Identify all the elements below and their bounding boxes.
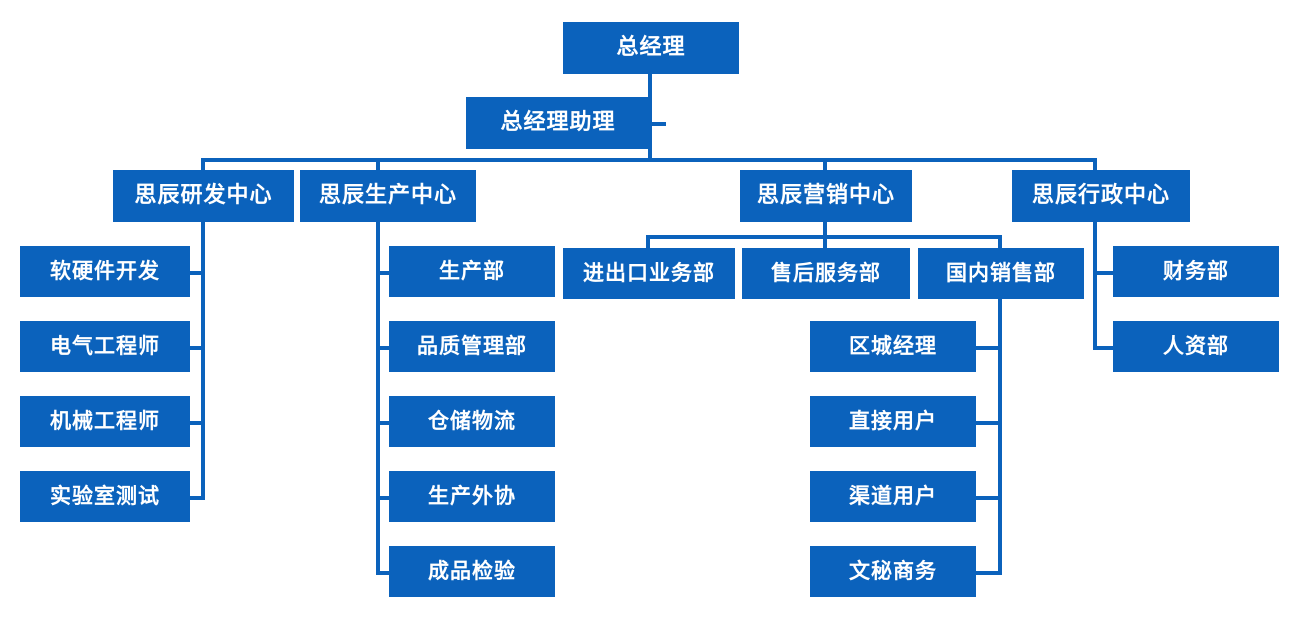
- node-production-department[interactable]: 生产部: [389, 246, 555, 297]
- node-center-marketing[interactable]: 思辰营销中心: [740, 170, 912, 222]
- node-rd-mechanical-engineer[interactable]: 机械工程师: [20, 396, 190, 447]
- node-production-warehouse-logistics[interactable]: 仓储物流: [389, 396, 555, 447]
- node-sales-regional-manager[interactable]: 区城经理: [810, 321, 976, 372]
- connector-branch-production-4: [376, 496, 392, 500]
- connector-branch-sales-4: [976, 571, 1002, 575]
- node-rd-hardware-software-dev[interactable]: 软硬件开发: [20, 246, 190, 297]
- node-production-outsourcing[interactable]: 生产外协: [389, 471, 555, 522]
- connector-spine-sales: [998, 297, 1002, 574]
- connector-spine-admin: [1093, 220, 1097, 349]
- node-sales-channel-customers[interactable]: 渠道用户: [810, 471, 976, 522]
- node-marketing-import-export[interactable]: 进出口业务部: [563, 248, 735, 299]
- node-center-production[interactable]: 思辰生产中心: [300, 170, 476, 222]
- node-rd-electrical-engineer[interactable]: 电气工程师: [20, 321, 190, 372]
- connector-branch-admin-1: [1093, 271, 1115, 275]
- connector-drop-production: [376, 158, 380, 172]
- node-admin-human-resources[interactable]: 人资部: [1113, 321, 1279, 372]
- node-rd-lab-testing[interactable]: 实验室测试: [20, 471, 190, 522]
- node-general-manager-assistant[interactable]: 总经理助理: [466, 97, 650, 149]
- connector-branch-sales-3: [976, 496, 1002, 500]
- connector-branch-rd-2: [189, 346, 205, 350]
- connector-marketing-child-3: [998, 235, 1002, 249]
- connector-assistant-stub: [648, 122, 666, 126]
- node-admin-finance[interactable]: 财务部: [1113, 246, 1279, 297]
- node-production-quality-management[interactable]: 品质管理部: [389, 321, 555, 372]
- connector-branch-sales-1: [976, 346, 1002, 350]
- node-production-finished-inspection[interactable]: 成品检验: [389, 546, 555, 597]
- node-sales-direct-customers[interactable]: 直接用户: [810, 396, 976, 447]
- node-sales-secretarial-business[interactable]: 文秘商务: [810, 546, 976, 597]
- connector-drop-admin: [1093, 158, 1097, 172]
- connector-marketing-child-1: [646, 235, 650, 249]
- connector-root-vertical: [648, 73, 652, 162]
- connector-branch-production-3: [376, 421, 392, 425]
- connector-branch-production-1: [376, 271, 392, 275]
- connector-branch-rd-4: [189, 496, 205, 500]
- connector-spine-rd: [201, 220, 205, 499]
- connector-branch-production-2: [376, 346, 392, 350]
- connector-marketing-drop: [823, 220, 827, 237]
- connector-branch-rd-3: [189, 421, 205, 425]
- node-marketing-domestic-sales[interactable]: 国内销售部: [918, 248, 1084, 299]
- connector-branch-sales-2: [976, 421, 1002, 425]
- node-center-rd[interactable]: 思辰研发中心: [113, 170, 294, 222]
- connector-main-bus: [201, 158, 1097, 162]
- connector-branch-rd-1: [189, 271, 205, 275]
- connector-branch-production-5: [376, 571, 392, 575]
- connector-spine-production: [376, 220, 380, 574]
- connector-branch-admin-2: [1093, 346, 1115, 350]
- connector-drop-marketing: [823, 158, 827, 172]
- connector-marketing-child-2: [823, 235, 827, 249]
- connector-drop-rd: [201, 158, 205, 172]
- node-center-admin[interactable]: 思辰行政中心: [1012, 170, 1190, 222]
- node-general-manager[interactable]: 总经理: [563, 22, 739, 74]
- node-marketing-after-sales-service[interactable]: 售后服务部: [742, 248, 910, 299]
